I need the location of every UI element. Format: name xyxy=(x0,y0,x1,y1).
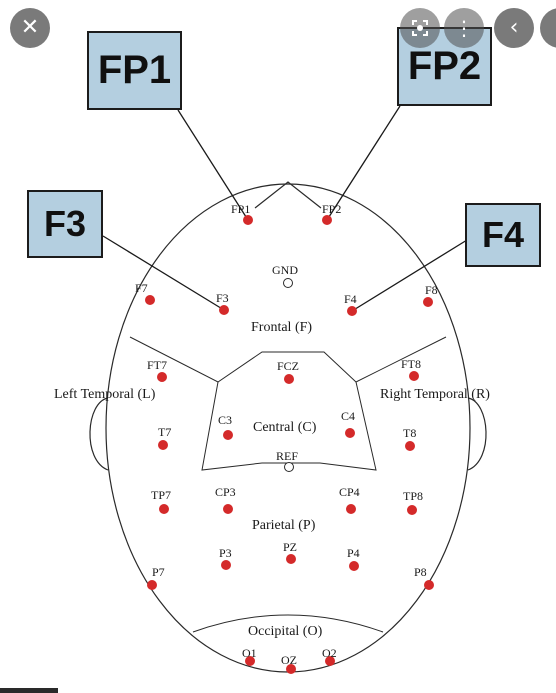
f4-callout: F4 xyxy=(465,203,541,267)
electrode-f3-dot xyxy=(219,305,229,315)
gnd-marker xyxy=(283,278,293,288)
electrode-ft7-dot xyxy=(157,372,167,382)
electrode-p8-label: P8 xyxy=(414,565,427,579)
electrode-c3-dot xyxy=(223,430,233,440)
electrode-f8-label: F8 xyxy=(425,283,438,297)
bottom-indicator xyxy=(0,688,58,693)
electrode-tp8-label: TP8 xyxy=(403,489,423,503)
f3-callout: F3 xyxy=(27,190,103,258)
back-button[interactable]: ‹ xyxy=(494,8,534,48)
electrode-fp1-dot xyxy=(243,215,253,225)
region-parietal-label: Parietal (P) xyxy=(252,518,316,533)
electrode-p7-label: P7 xyxy=(152,565,165,579)
electrode-tp8-dot xyxy=(407,505,417,515)
electrode-p4-dot xyxy=(349,561,359,571)
fp2-callout-line xyxy=(326,105,401,221)
electrode-fcz-dot xyxy=(284,374,294,384)
electrode-f3-label: F3 xyxy=(216,291,229,305)
electrode-o2-label: O2 xyxy=(322,646,337,660)
electrode-c4-label: C4 xyxy=(341,409,355,423)
electrode-p3-dot xyxy=(221,560,231,570)
electrode-f8-dot xyxy=(423,297,433,307)
ref-marker xyxy=(284,462,294,472)
more-vertical-icon: ⋮ xyxy=(454,16,474,40)
electrode-f7-label: F7 xyxy=(135,281,148,295)
close-button[interactable]: ✕ xyxy=(10,8,50,48)
electrode-fcz-label: FCZ xyxy=(277,359,299,373)
electrode-cp4-label: CP4 xyxy=(339,485,360,499)
electrode-ft7-label: FT7 xyxy=(147,358,167,372)
chevron-left-icon: ‹ xyxy=(509,15,519,40)
electrode-f4-dot xyxy=(347,306,357,316)
electrode-p8-dot xyxy=(424,580,434,590)
more-options-button[interactable]: ⋮ xyxy=(444,8,484,48)
electrode-fp2-dot xyxy=(322,215,332,225)
ref-label: REF xyxy=(276,449,298,463)
electrode-cp3-dot xyxy=(223,504,233,514)
electrode-t8-label: T8 xyxy=(403,426,416,440)
region-occipital-label: Occipital (O) xyxy=(248,624,323,639)
electrode-t7-dot xyxy=(158,440,168,450)
electrode-c4-dot xyxy=(345,428,355,438)
left-ear xyxy=(89,397,109,471)
electrode-c3-label: C3 xyxy=(218,413,232,427)
gnd-label: GND xyxy=(272,263,298,277)
electrode-p4-label: P4 xyxy=(347,546,360,560)
right-ear xyxy=(467,397,487,471)
occipital-boundary xyxy=(192,614,384,633)
electrode-oz-label: OZ xyxy=(281,653,297,667)
region-central-label: Central (C) xyxy=(253,420,317,435)
electrode-pz-label: PZ xyxy=(283,540,297,554)
fp1-callout-line xyxy=(177,109,249,221)
electrode-ft8-dot xyxy=(409,371,419,381)
electrode-oz-dot xyxy=(286,664,296,674)
nose xyxy=(254,181,322,209)
electrode-o1-dot xyxy=(245,656,255,666)
f4-callout-line xyxy=(351,239,468,312)
next-button-partial[interactable] xyxy=(540,8,556,48)
electrode-fp1-label: FP1 xyxy=(231,202,250,216)
electrode-p3-label: P3 xyxy=(219,546,232,560)
electrode-o1-label: O1 xyxy=(242,646,257,660)
electrode-ft8-label: FT8 xyxy=(401,357,421,371)
electrode-tp7-dot xyxy=(159,504,169,514)
electrode-cp3-label: CP3 xyxy=(215,485,236,499)
electrode-pz-dot xyxy=(286,554,296,564)
electrode-tp7-label: TP7 xyxy=(151,488,171,502)
region-right-temporal-label: Right Temporal (R) xyxy=(380,387,490,402)
lens-icon xyxy=(412,20,428,36)
electrode-f4-label: F4 xyxy=(344,292,357,306)
electrode-p7-dot xyxy=(147,580,157,590)
electrode-cp4-dot xyxy=(346,504,356,514)
f3-callout-line xyxy=(102,235,225,311)
region-left-temporal-label: Left Temporal (L) xyxy=(54,387,156,402)
electrode-fp2-label: FP2 xyxy=(322,202,341,216)
electrode-t7-label: T7 xyxy=(158,425,171,439)
frontal-boundary xyxy=(129,336,447,383)
electrode-layer: FP1 FP2 F7 F3 F4 F8 FT7 FCZ FT8 T7 C3 C4… xyxy=(135,202,438,674)
electrode-f7-dot xyxy=(145,295,155,305)
region-frontal-label: Frontal (F) xyxy=(251,320,312,335)
lens-button[interactable] xyxy=(400,8,440,48)
electrode-t8-dot xyxy=(405,441,415,451)
fp1-callout: FP1 xyxy=(87,31,182,110)
electrode-o2-dot xyxy=(325,656,335,666)
close-icon: ✕ xyxy=(20,15,40,40)
